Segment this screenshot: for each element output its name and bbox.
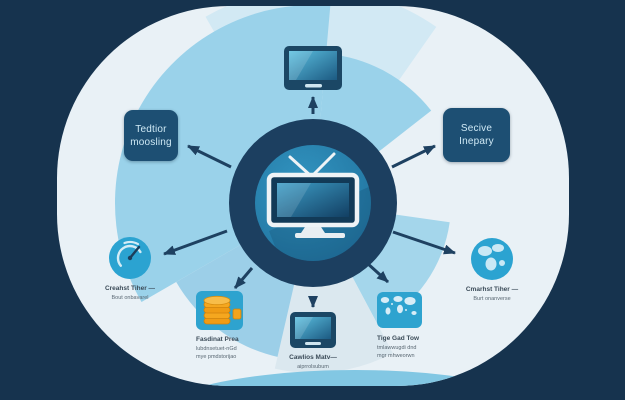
left-box-line1: Tedtior <box>135 123 167 135</box>
right-box-line1: Secive <box>460 123 493 134</box>
hub <box>229 119 397 287</box>
coins-caption: Fasdinat Prea lubdnsetuet-nGd mye pmdsto… <box>196 335 276 361</box>
arrow-to-globe <box>392 230 456 255</box>
map-caption-line3: mgr mhweorwn <box>377 353 415 359</box>
map-caption: Tige Gad Tow tmlawwugdi dnd mgr mhweorwn <box>377 334 457 360</box>
gauge-caption: Creahst Tiher — Bout onbavarel <box>84 284 176 302</box>
map-caption-line1: Tige Gad Tow <box>377 335 420 342</box>
coins-caption-line1: Fasdinat Prea <box>196 336 239 343</box>
arrow-to-coins <box>233 267 254 289</box>
right-label-box: Secive Inepary <box>443 108 510 162</box>
map-caption-line2: tmlawwugdi dnd <box>377 344 417 351</box>
arrow-to-right-box <box>391 144 436 169</box>
coins-icon <box>196 291 243 330</box>
tablet-icon <box>290 312 336 348</box>
globe-caption-line2: Burt onanverse <box>473 295 511 302</box>
globe-caption-line1: Cmarhst Tiher — <box>465 286 519 293</box>
gauge-caption-line2: Bout onbavarel <box>111 294 149 301</box>
gauge-caption-line1: Creahst Tiher — <box>104 285 156 292</box>
left-label-box: Tedtior moosling <box>124 110 178 161</box>
monitor-icon <box>284 46 342 90</box>
coins-caption-line2: lubdnsetuet-nGd <box>196 345 237 352</box>
world-map-icon <box>377 292 422 328</box>
globe-caption: Cmarhst Tiher — Burt onanverse <box>446 285 538 303</box>
globe-icon <box>471 238 513 280</box>
tablet-caption-line1: Cawlios Matv— <box>289 354 337 361</box>
right-box-line2: Inepary <box>459 136 494 147</box>
arrow-to-left-box <box>187 144 232 169</box>
coins-caption-line3: mye pmdstorijao <box>196 354 237 360</box>
tablet-caption: Cawlios Matv— aiprrolsubum <box>268 353 358 371</box>
left-box-line2: moosling <box>130 136 172 148</box>
tablet-caption-line2: aiprrolsubum <box>297 363 329 370</box>
arrow-to-gauge <box>163 229 228 256</box>
gauge-icon <box>109 237 151 279</box>
wedge-upper-left <box>115 6 331 302</box>
arrow-to-map <box>365 261 390 284</box>
tv-icon <box>266 152 360 238</box>
spoke-arrows <box>163 96 456 308</box>
